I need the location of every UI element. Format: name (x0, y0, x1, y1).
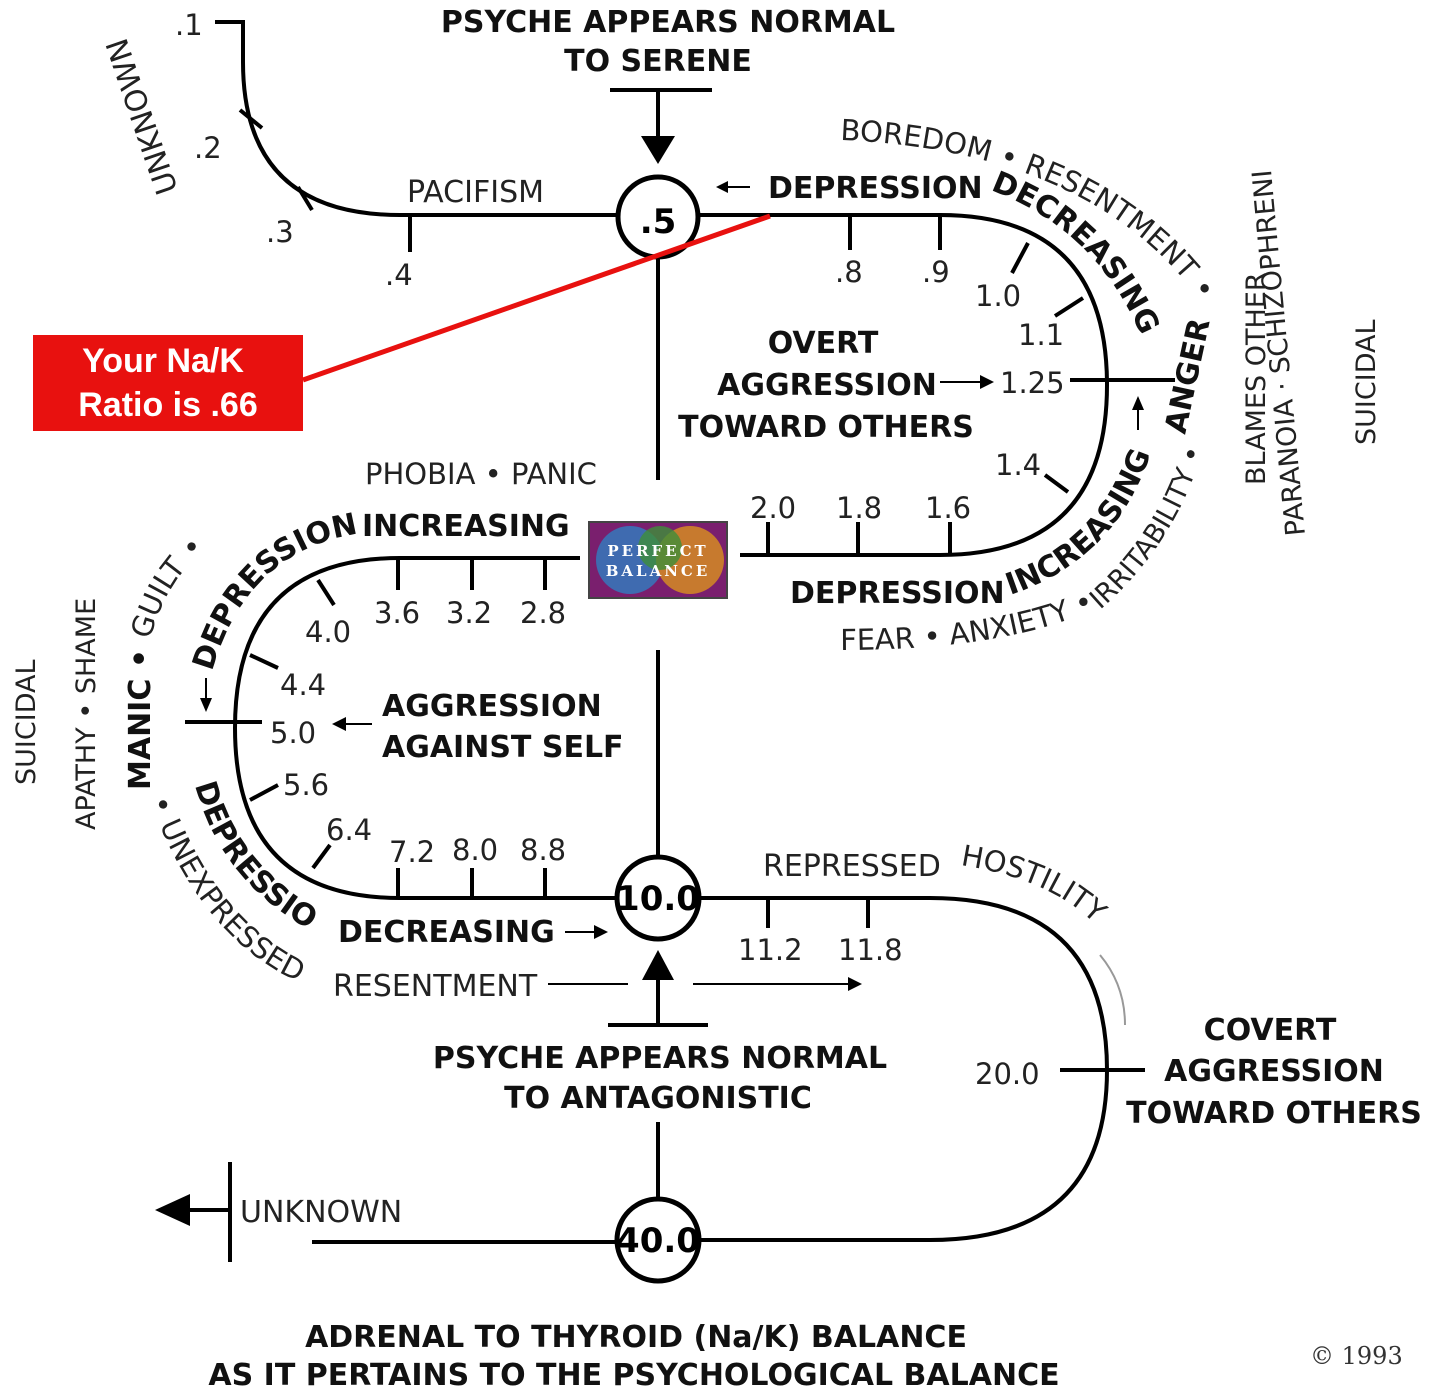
tick-label-02: .2 (194, 131, 222, 165)
node-40-0-label: 40.0 (616, 1221, 700, 1261)
logo-line1: PERFECT (607, 542, 708, 560)
tick-label-10: 1.0 (975, 279, 1021, 313)
label-resentment: RESENTMENT (333, 969, 538, 1004)
tick-label-09: .9 (922, 255, 950, 289)
covert-line2: AGGRESSION (1164, 1054, 1384, 1089)
tick-label-28: 2.8 (520, 596, 566, 630)
curve-left-loop (232, 556, 620, 900)
tick-56 (249, 783, 279, 802)
callout-line2: Ratio is .66 (78, 386, 258, 424)
antag-line2: TO ANTAGONISTIC (504, 1081, 812, 1116)
up-arrow-antagonistic-icon (642, 950, 674, 980)
tick-label-40: 4.0 (305, 615, 351, 649)
decreasing-right-arrow-icon (594, 925, 608, 939)
label-decreasing-bottom: DECREASING (338, 915, 555, 950)
covert-line1: COVERT (1204, 1013, 1337, 1048)
node-10-0-label: 10.0 (616, 879, 700, 919)
logo-line2: BALANCE (606, 562, 711, 580)
small-down-arrow-icon (200, 698, 212, 712)
callout-line1: Your Na/K (82, 342, 244, 380)
tick-label-01: .1 (175, 8, 203, 42)
label-increasing-left: INCREASING (362, 509, 570, 544)
left-arrow-icon (716, 181, 728, 193)
label-manic: MANIC • (123, 649, 158, 790)
top-caption-line2: TO SERENE (564, 44, 752, 79)
tick-label-64: 6.4 (326, 813, 372, 847)
tick-label-16: 1.6 (925, 491, 971, 525)
tick-label-80: 8.0 (452, 833, 498, 867)
label-depression-left-up: DEPRESSION (186, 507, 360, 674)
label-repressed: REPRESSED (763, 849, 941, 884)
callout-pointer-line (302, 213, 771, 383)
tick-label-50: 5.0 (270, 716, 316, 750)
aggr-self-line1: AGGRESSION (382, 689, 602, 724)
tick-40 (316, 578, 336, 607)
overt-line3: TOWARD OTHERS (678, 410, 974, 445)
tick-label-112: 11.2 (738, 933, 803, 967)
label-depression-top: DEPRESSION (768, 171, 983, 206)
right-arrow-icon (980, 375, 994, 389)
tick-label-18: 1.8 (836, 491, 882, 525)
label-pacifism: PACIFISM (407, 175, 544, 210)
callout-box (33, 335, 303, 431)
tick-label-36: 3.6 (374, 596, 420, 630)
up-arrow-icon (1132, 396, 1144, 410)
tick-label-200: 20.0 (975, 1057, 1040, 1091)
resentment-right-arrow-icon (848, 977, 862, 991)
label-guilt: GUILT • (124, 529, 210, 642)
footer-line2: AS IT PERTAINS TO THE PSYCHOLOGICAL BALA… (208, 1358, 1059, 1393)
perfect-balance-logo: PERFECT BALANCE (588, 521, 728, 599)
self-left-arrow-icon (332, 717, 346, 731)
covert-line3: TOWARD OTHERS (1126, 1096, 1422, 1131)
tick-label-72: 7.2 (389, 835, 435, 869)
label-unknown-top: UNKNOWN (100, 34, 186, 199)
tick-label-14: 1.4 (995, 448, 1041, 482)
tick-label-125: 1.25 (1000, 366, 1065, 400)
node-0-5-label: .5 (640, 202, 677, 242)
aggr-self-line2: AGAINST SELF (382, 730, 624, 765)
label-apathy-shame: APATHY • SHAME (71, 598, 102, 830)
antag-line1: PSYCHE APPEARS NORMAL (433, 1041, 887, 1076)
footer-line1: ADRENAL TO THYROID (Na/K) BALANCE (305, 1320, 967, 1355)
tick-label-118: 11.8 (838, 933, 903, 967)
label-suicidal-right: SUICIDAL (1351, 319, 1382, 445)
curve-top-right-loop (698, 213, 1110, 557)
tick-11 (1053, 296, 1085, 318)
tick-44 (249, 653, 279, 670)
hostility-underline (1099, 954, 1126, 1026)
label-suicidal-left: SUICIDAL (11, 659, 42, 785)
curve-top-left (215, 20, 620, 217)
tick-label-04: .4 (385, 258, 413, 292)
overt-line2: AGGRESSION (717, 368, 937, 403)
tick-label-44: 4.4 (280, 668, 326, 702)
tick-02 (238, 108, 264, 130)
label-phobia-panic: PHOBIA • PANIC (365, 457, 597, 491)
tick-64 (311, 843, 332, 870)
copyright: © 1993 (1310, 1342, 1403, 1370)
overt-line1: OVERT (768, 326, 879, 361)
top-caption-line1: PSYCHE APPEARS NORMAL (441, 5, 895, 40)
tick-10 (1010, 242, 1030, 274)
node-40-0 (614, 1196, 702, 1284)
tick-label-20: 2.0 (750, 491, 796, 525)
label-hostility: HOSTILITY (959, 838, 1113, 929)
left-arrow-unknown-icon (155, 1194, 190, 1226)
tick-label-56: 5.6 (283, 768, 329, 802)
tick-label-03: .3 (266, 215, 294, 249)
down-arrow-icon (641, 136, 675, 164)
label-unknown-bottom: UNKNOWN (240, 1195, 402, 1230)
tick-03 (296, 185, 314, 212)
tick-label-32: 3.2 (446, 596, 492, 630)
label-depression-mid: DEPRESSION (790, 576, 1005, 611)
tick-label-88: 8.8 (520, 833, 566, 867)
tick-14 (1043, 473, 1070, 494)
tick-label-08: .8 (835, 255, 863, 289)
tick-label-11: 1.1 (1018, 318, 1064, 352)
